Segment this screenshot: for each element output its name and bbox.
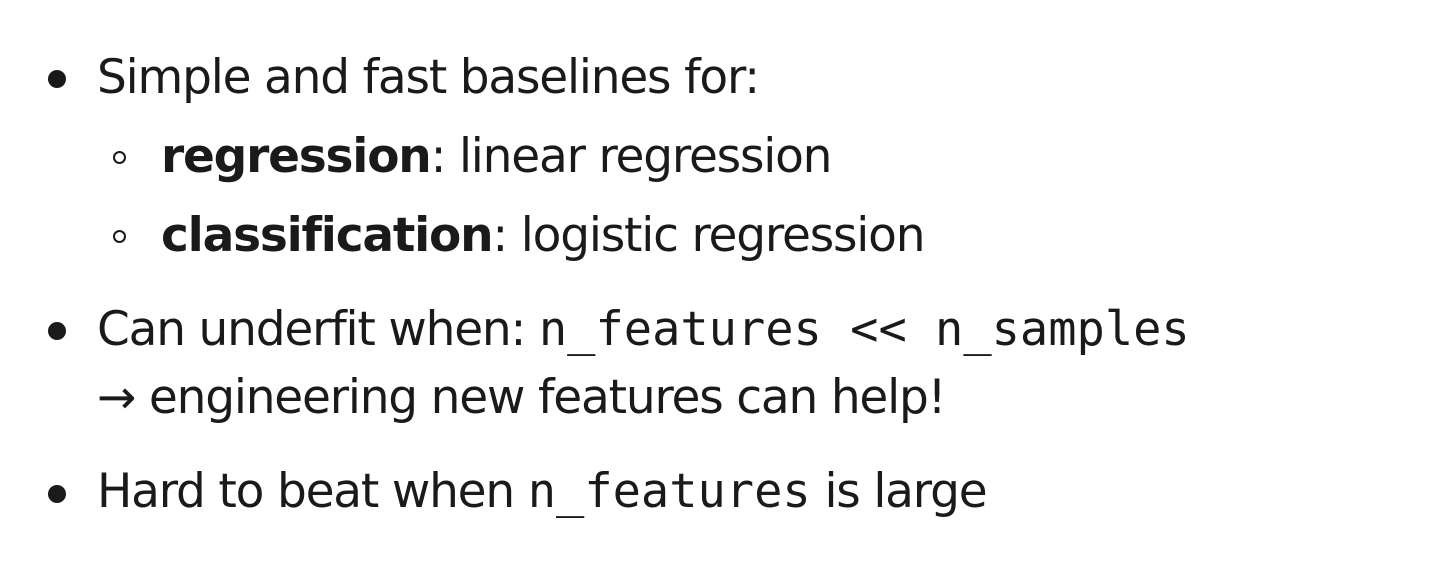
- bullet-3-text: Hard to beat when n_features is large: [97, 462, 988, 522]
- bullet-2-continuation-text: → engineering new features can help!: [97, 370, 946, 425]
- bullet-1-text: Simple and fast baselines for:: [97, 48, 760, 108]
- bullet-2-continuation: → engineering new features can help!: [97, 368, 946, 428]
- bullet-3-code: n_features: [527, 464, 811, 519]
- bullet-2-marker: [48, 322, 66, 340]
- subbullet-2-term: classification: [161, 208, 494, 263]
- bullet-3-marker: [48, 485, 66, 503]
- subbullet-1-text: regression: linear regression: [161, 127, 833, 187]
- subbullet-1-term: regression: [161, 129, 432, 184]
- bullet-2-code: n_features << n_samples: [538, 302, 1190, 357]
- subbullet-1-rest: : linear regression: [430, 129, 833, 184]
- bullet-3-label-before: Hard to beat when: [97, 464, 528, 519]
- subbullet-1-marker: [113, 151, 126, 164]
- bullet-2-label: Can underfit when:: [97, 302, 539, 357]
- bullet-2-text: Can underfit when: n_features << n_sampl…: [97, 300, 1190, 360]
- subbullet-2-rest: : logistic regression: [492, 208, 925, 263]
- bullet-3-label-after: is large: [810, 464, 987, 519]
- bullet-1-marker: [48, 70, 66, 88]
- subbullet-2-marker: [113, 230, 126, 243]
- bullet-1-label: Simple and fast baselines for:: [97, 50, 760, 105]
- subbullet-2-text: classification: logistic regression: [161, 206, 925, 266]
